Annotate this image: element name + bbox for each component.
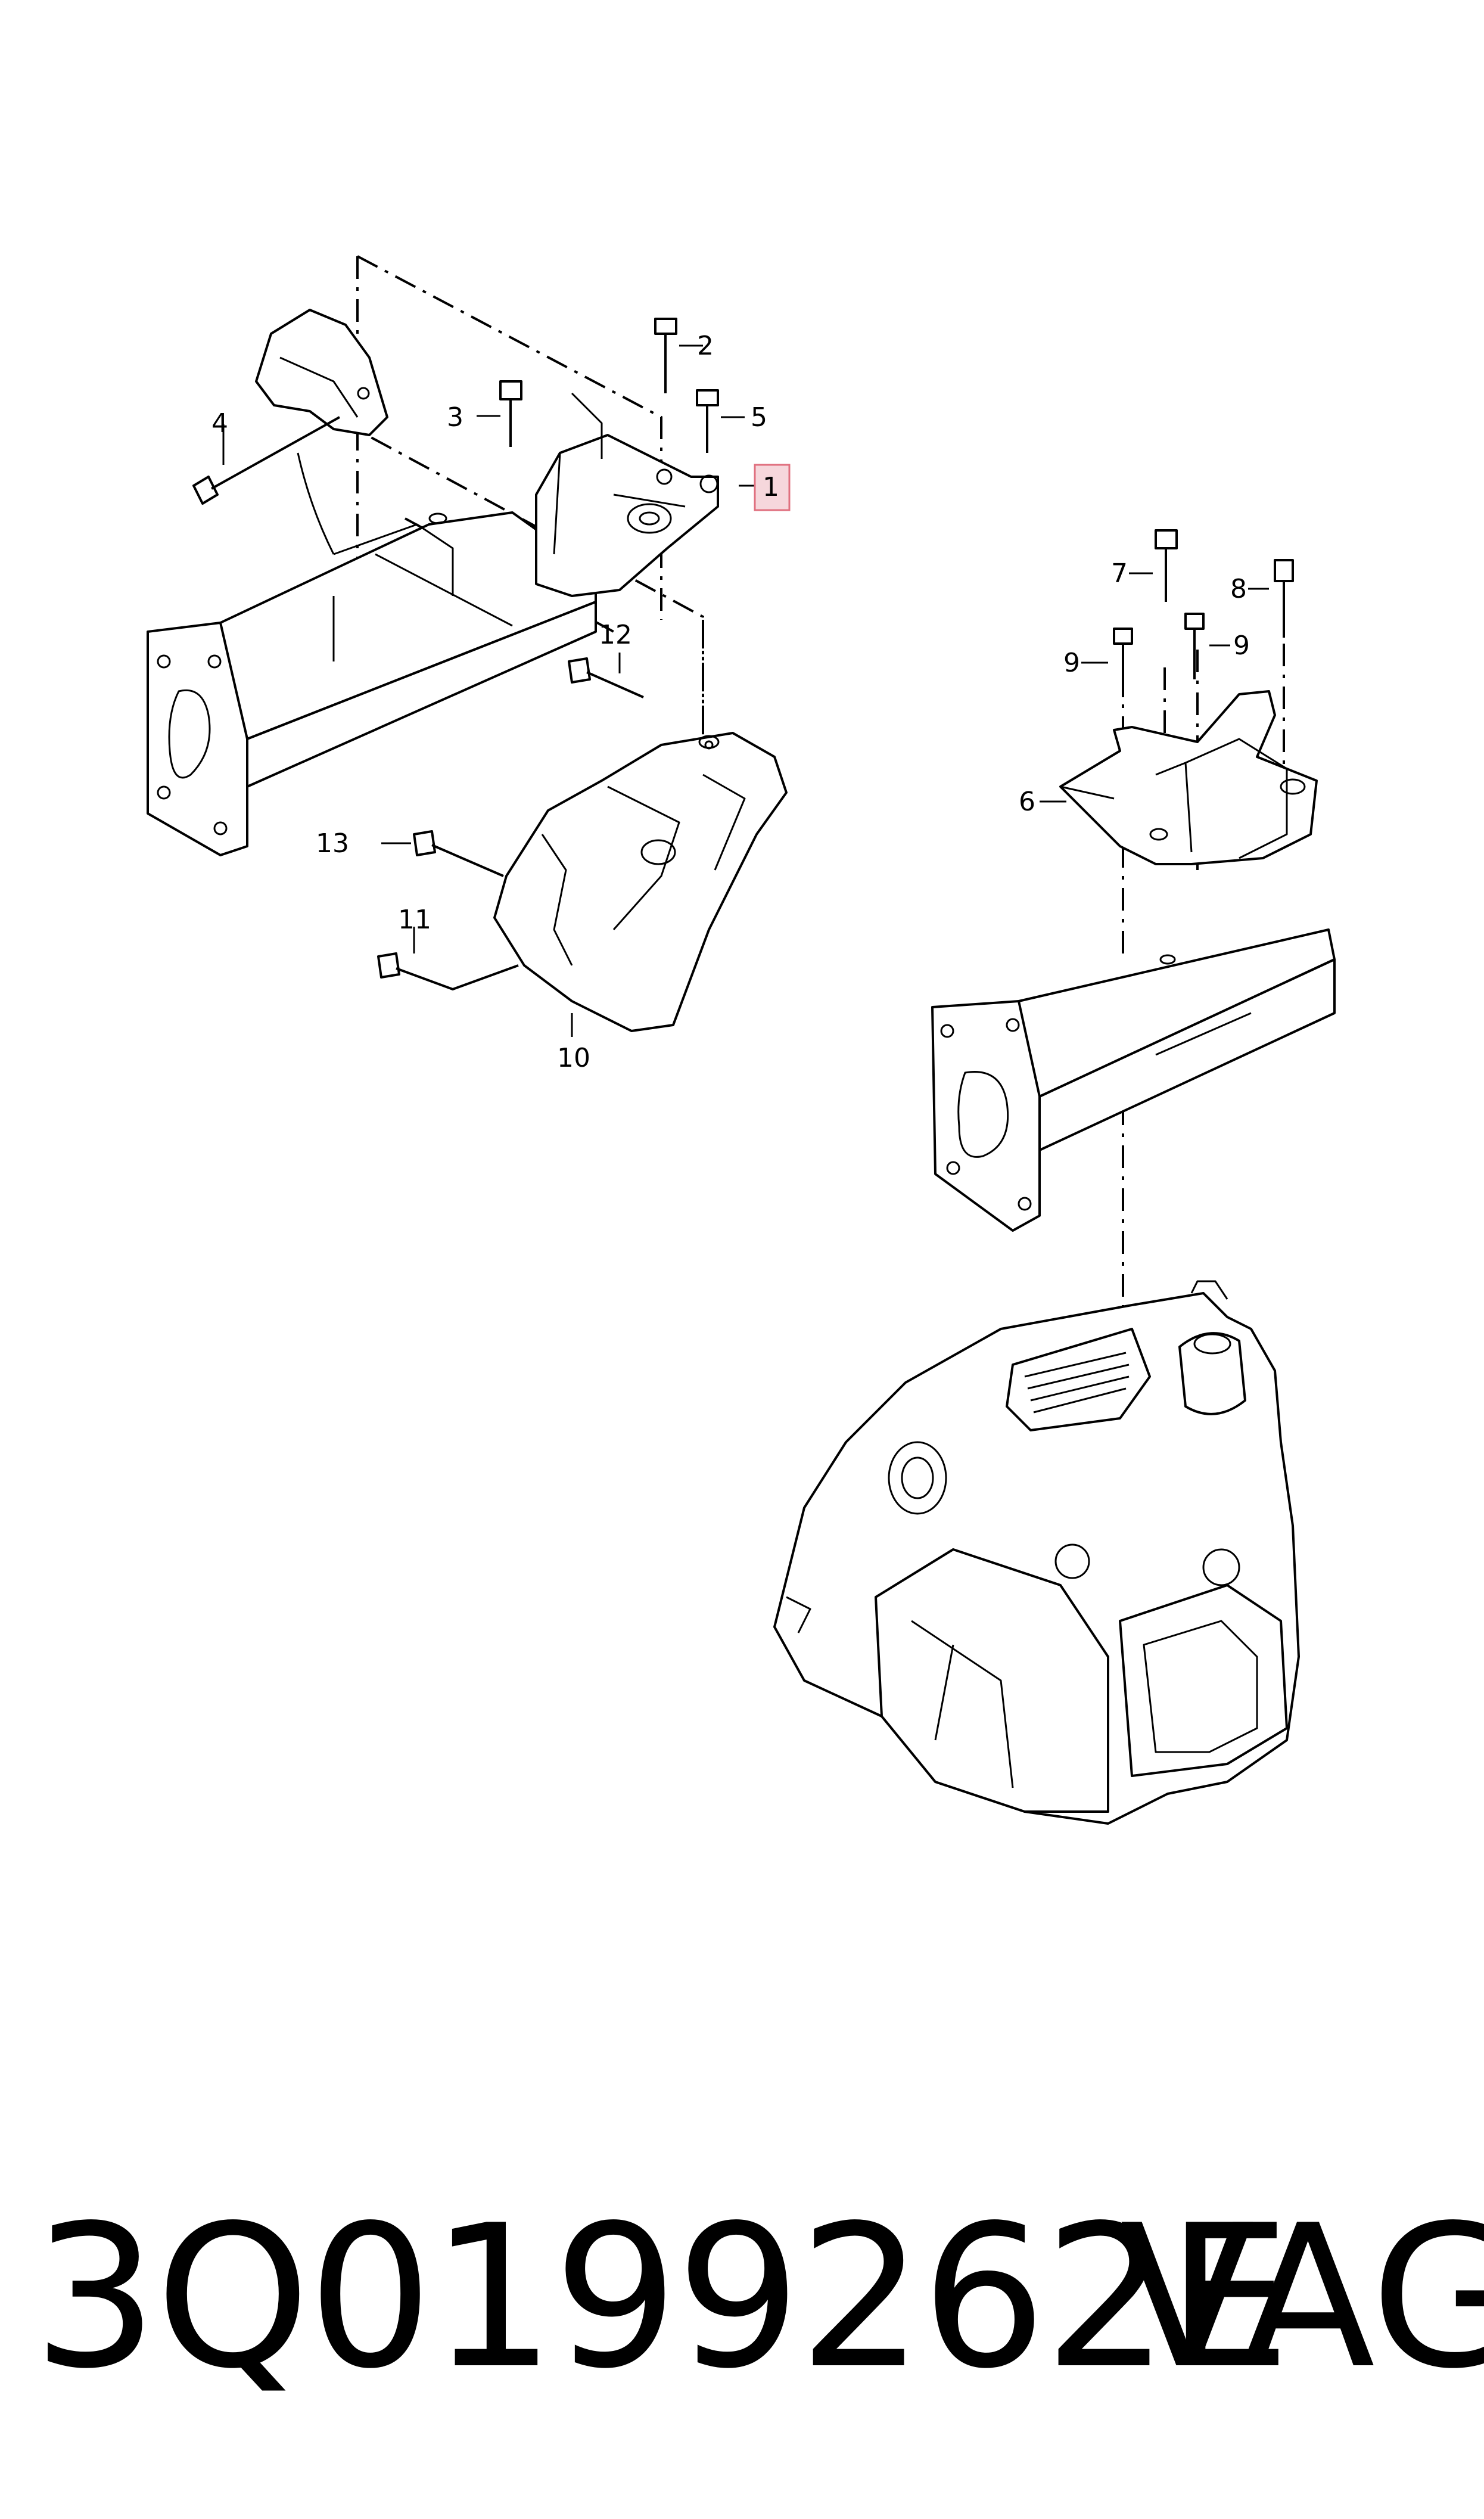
callout-13: 13 — [316, 828, 349, 859]
gearbox-mount-6 — [1059, 690, 1318, 865]
bolt-4 — [192, 416, 340, 505]
left-longitudinal-member — [147, 511, 597, 856]
brand-label: VAG — [1120, 2183, 1484, 2412]
transmission — [773, 1280, 1300, 1825]
callout-3: 3 — [447, 402, 463, 433]
bolt-12 — [568, 657, 644, 698]
callout-9-left: 9 — [1063, 648, 1080, 678]
callout-1: 1 — [763, 472, 779, 502]
callout-12: 12 — [599, 620, 632, 650]
callout-10: 10 — [557, 1043, 590, 1073]
bolt-13 — [413, 830, 504, 877]
bolt-9-left — [1113, 628, 1133, 697]
callout-5: 5 — [751, 402, 767, 433]
callout-6: 6 — [1019, 787, 1035, 817]
bolt-5 — [696, 389, 719, 453]
body-bracket — [255, 309, 388, 555]
bolt-2 — [654, 318, 677, 393]
bolt-7 — [1155, 529, 1178, 602]
callout-11: 11 — [398, 905, 431, 935]
bolt-11 — [377, 952, 519, 991]
bolt-8 — [1274, 559, 1294, 638]
callout-9-right: 9 — [1233, 630, 1250, 661]
callout-2: 2 — [697, 331, 714, 361]
bolt-3 — [499, 380, 522, 447]
bolt-9-right — [1184, 613, 1205, 679]
callout-7: 7 — [1111, 558, 1128, 589]
right-longitudinal-member — [931, 928, 1336, 1232]
callout-1-highlight — [754, 464, 791, 511]
callout-4: 4 — [211, 408, 228, 439]
callout-8: 8 — [1230, 574, 1247, 604]
engine-mount-1 — [535, 392, 719, 597]
right-mount-assembly: 7 8 9 9 6 — [773, 529, 1336, 1825]
part-number-label: 3Q0199262E — [33, 2183, 1291, 2412]
left-mount-assembly: 1 2 3 4 5 12 13 11 10 — [147, 255, 791, 1073]
gearbox-bracket-10 — [493, 732, 788, 1032]
